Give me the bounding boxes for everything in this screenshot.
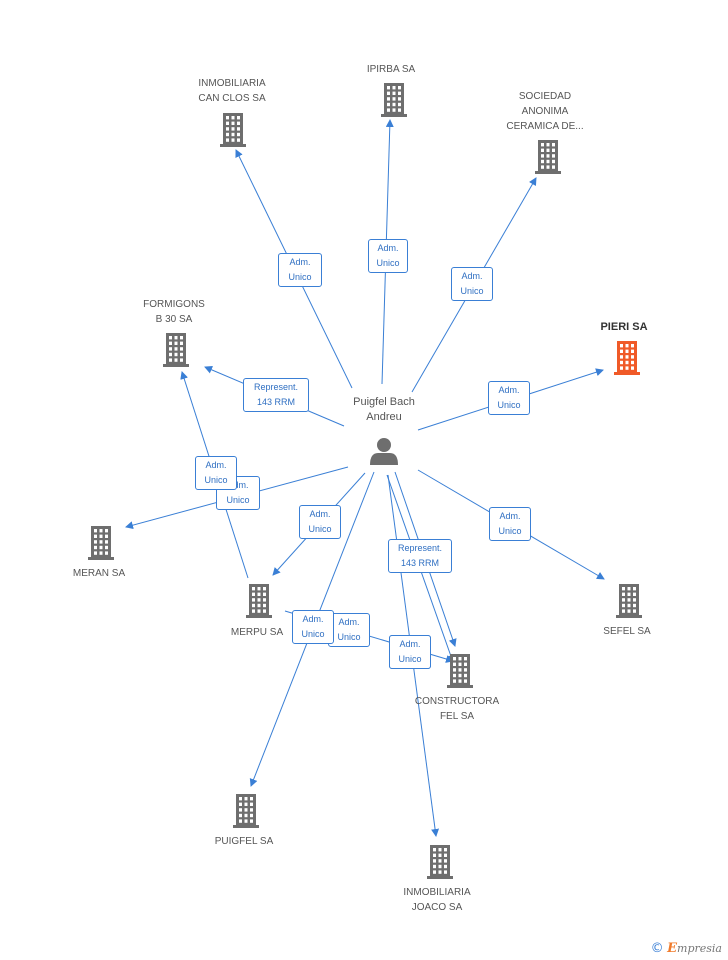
company-name-formigons[interactable]: FORMIGONS B 30 SA xyxy=(143,299,205,325)
company-name-merpu[interactable]: MERPU SA xyxy=(230,627,284,638)
company-name-puigfel[interactable]: PUIGFEL SA xyxy=(214,836,274,847)
relation-label-merpu[interactable]: Adm. Unico xyxy=(328,613,370,647)
company-name-inmobiliaria-joaco[interactable]: INMOBILIARIA JOACO SA xyxy=(403,887,471,913)
brand-footer[interactable]: © Empresia xyxy=(651,941,722,956)
brand-name: mpresia xyxy=(677,942,722,955)
building-icon-merpu[interactable] xyxy=(246,584,272,618)
relation-label-ipirba[interactable]: Adm. Unico xyxy=(368,239,408,273)
company-name-inmobiliaria-can-clos[interactable]: INMOBILIARIA CAN CLOS SA xyxy=(198,78,266,104)
person-icon[interactable] xyxy=(370,438,398,465)
company-name-sociedad-anonima[interactable]: SOCIEDAD ANONIMA CERAMICA DE... xyxy=(506,91,584,132)
building-icon-puigfel[interactable] xyxy=(233,794,259,828)
relation-label-constructora-fel[interactable]: Represent. 143 RRM xyxy=(388,539,452,573)
relation-label-inmobiliaria-can-clos[interactable]: Adm. Unico xyxy=(278,253,322,287)
relation-label-pieri[interactable]: Adm. Unico xyxy=(488,381,530,415)
building-icon-meran[interactable] xyxy=(88,526,114,560)
building-icon-formigons[interactable] xyxy=(163,333,189,367)
relation-label-formigons[interactable]: Adm. Unico xyxy=(195,456,237,490)
building-icon-pieri[interactable] xyxy=(614,341,640,375)
relation-label-formigons[interactable]: Represent. 143 RRM xyxy=(243,378,309,412)
building-icon-sociedad-anonima[interactable] xyxy=(535,140,561,174)
copyright-icon: © xyxy=(650,941,664,956)
building-icon-ipirba[interactable] xyxy=(381,83,407,117)
relation-label-inmobiliaria-joaco[interactable]: Adm. Unico xyxy=(389,635,431,669)
building-icon-constructora-fel[interactable] xyxy=(447,654,473,688)
company-name-ipirba[interactable]: IPIRBA SA xyxy=(366,64,416,75)
relation-label-meran[interactable]: Adm. Unico xyxy=(216,476,260,510)
building-icon-sefel[interactable] xyxy=(616,584,642,618)
brand-initial: E xyxy=(667,941,678,956)
person-name[interactable]: Puigfel Bach Andreu xyxy=(353,396,415,423)
relation-label-puigfel[interactable]: Adm. Unico xyxy=(292,610,334,644)
building-icon-inmobiliaria-can-clos[interactable] xyxy=(220,113,246,147)
company-name-meran[interactable]: MERAN SA xyxy=(72,568,126,579)
company-name-pieri[interactable]: PIERI SA xyxy=(600,321,648,333)
relation-label-sociedad-anonima[interactable]: Adm. Unico xyxy=(451,267,493,301)
relation-label-merpu[interactable]: Adm. Unico xyxy=(299,505,341,539)
relation-label-sefel[interactable]: Adm. Unico xyxy=(489,507,531,541)
company-name-constructora-fel[interactable]: CONSTRUCTORA FEL SA xyxy=(414,696,500,722)
nodes-layer xyxy=(88,83,642,879)
company-name-sefel[interactable]: SEFEL SA xyxy=(603,626,651,637)
building-icon-inmobiliaria-joaco[interactable] xyxy=(427,845,453,879)
